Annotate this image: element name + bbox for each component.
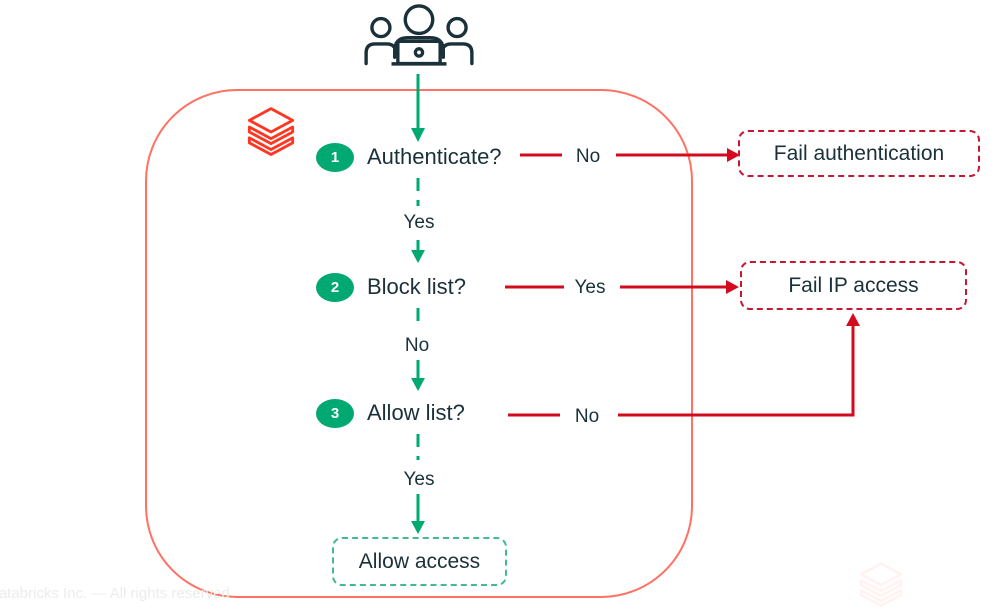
- step-authenticate: 1 Authenticate?: [316, 142, 502, 172]
- databricks-logo-icon: [246, 104, 296, 160]
- outcome-fail-authentication: Fail authentication: [738, 130, 980, 177]
- edge-label-allowlist-yes: Yes: [400, 469, 438, 491]
- edge-label-authenticate-no: No: [572, 146, 604, 168]
- outcome-allow-access: Allow access: [332, 537, 507, 586]
- step-question-label: Block list?: [367, 274, 467, 299]
- step-block-list: 2 Block list?: [316, 272, 466, 302]
- step-allow-list: 3 Allow list?: [316, 398, 465, 428]
- users-group-icon: [364, 4, 474, 66]
- step-question-label: Authenticate?: [367, 144, 502, 169]
- step-number-badge: 2: [316, 272, 354, 302]
- step-question-label: Allow list?: [367, 400, 465, 425]
- databricks-watermark-icon: [852, 562, 910, 608]
- copyright-text: Databricks Inc. — All rights reserved: [0, 585, 230, 602]
- step-number-badge: 1: [316, 142, 354, 172]
- outcome-fail-ip-access: Fail IP access: [740, 261, 967, 310]
- edge-label-blocklist-yes: Yes: [571, 277, 609, 299]
- edge-label-blocklist-no: No: [401, 335, 433, 357]
- edge-label-authenticate-yes: Yes: [400, 212, 438, 234]
- edge-label-allowlist-no: No: [571, 406, 603, 428]
- step-number-badge: 3: [316, 398, 354, 428]
